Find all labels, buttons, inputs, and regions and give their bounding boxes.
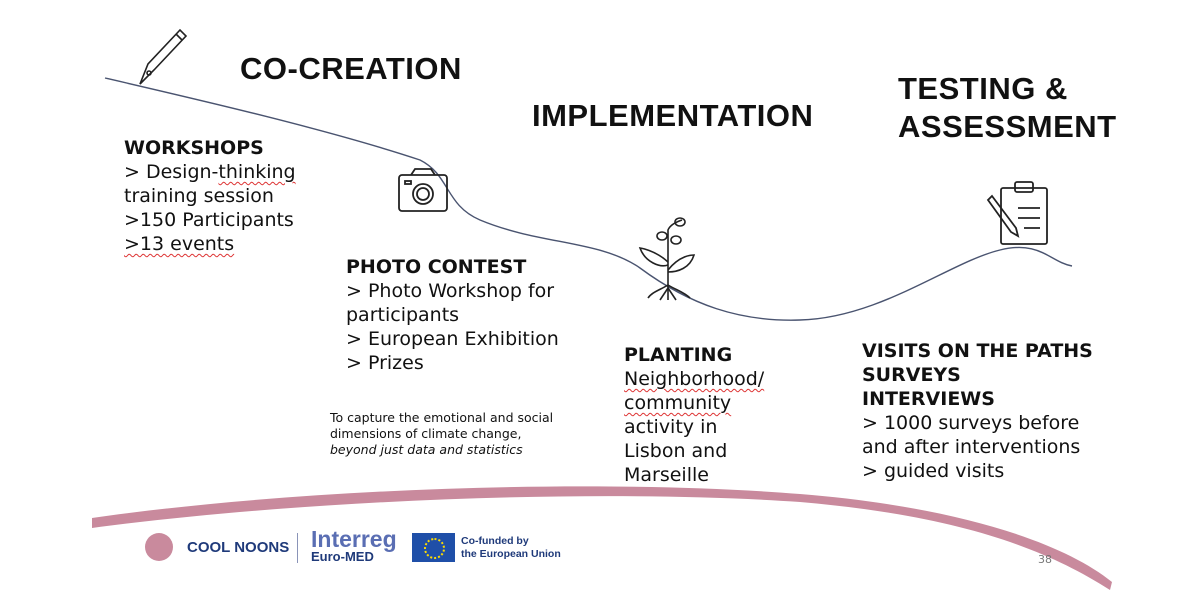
heading-line: TESTING &	[898, 71, 1068, 106]
spellcheck-word: thinking	[218, 161, 296, 183]
workshops-line: >150 Participants	[124, 209, 294, 231]
cool-noons-logo-icon	[145, 533, 173, 561]
workshops-line: > Design-thinking	[124, 161, 296, 183]
pen-icon	[139, 28, 188, 85]
workshops-block: WORKSHOPS > Design-thinking training ses…	[124, 136, 296, 256]
heading-line: ASSESSMENT	[898, 109, 1117, 144]
note-line: To capture the emotional and social	[330, 410, 554, 425]
logo-divider	[297, 533, 298, 563]
photo-contest-line: > Photo Workshop for	[346, 280, 555, 302]
note-line: beyond just data and statistics	[330, 442, 523, 457]
plant-icon	[638, 217, 696, 301]
workshops-line: >13 events	[124, 233, 235, 255]
interreg-label: Interreg	[311, 526, 397, 552]
heading-co-creation: CO-CREATION	[240, 51, 462, 86]
planting-line: Marseille	[624, 464, 709, 486]
planting-title: PLANTING	[624, 344, 733, 366]
visits-title: SURVEYS	[862, 364, 961, 386]
photo-contest-line: > European Exhibition	[346, 328, 559, 350]
visits-block: VISITS ON THE PATHS SURVEYS INTERVIEWS >…	[862, 339, 1093, 483]
visits-line: > 1000 surveys before	[862, 412, 1080, 434]
photo-contest-title: PHOTO CONTEST	[346, 256, 527, 278]
workshops-title: WORKSHOPS	[124, 137, 264, 159]
planting-block: PLANTING Neighborhood/ community activit…	[624, 343, 764, 487]
eu-cofunded-text: Co-funded by the European Union	[461, 535, 561, 561]
note-text: To capture the emotional and social dime…	[330, 410, 553, 458]
camera-icon	[398, 168, 448, 212]
eu-flag-icon	[412, 533, 455, 562]
eu-line: the European Union	[461, 548, 561, 560]
heading-testing-assessment: TESTING & ASSESSMENT	[898, 70, 1117, 146]
photo-contest-line: > Prizes	[346, 352, 424, 374]
page-number: 38	[1038, 553, 1052, 566]
workshops-line: training session	[124, 185, 274, 207]
note-line: dimensions of climate change,	[330, 426, 522, 441]
photo-contest-line: participants	[346, 304, 460, 326]
cool-noons-label: COOL NOONS	[187, 539, 290, 556]
clipboard-icon	[986, 181, 1048, 245]
timeline-curve	[104, 77, 1073, 321]
visits-line: > guided visits	[862, 460, 1005, 482]
planting-line: Neighborhood/	[624, 368, 765, 390]
visits-title: VISITS ON THE PATHS	[862, 340, 1093, 362]
visits-line: and after interventions	[862, 436, 1081, 458]
visits-title: INTERVIEWS	[862, 388, 995, 410]
heading-implementation: IMPLEMENTATION	[532, 98, 814, 133]
planting-line: Lisbon and	[624, 440, 728, 462]
euro-med-label: Euro-MED	[311, 549, 374, 564]
photo-contest-block: PHOTO CONTEST > Photo Workshop for parti…	[346, 255, 559, 375]
planting-line: activity in	[624, 416, 718, 438]
eu-line: Co-funded by	[461, 535, 529, 547]
planting-line: community	[624, 392, 732, 414]
